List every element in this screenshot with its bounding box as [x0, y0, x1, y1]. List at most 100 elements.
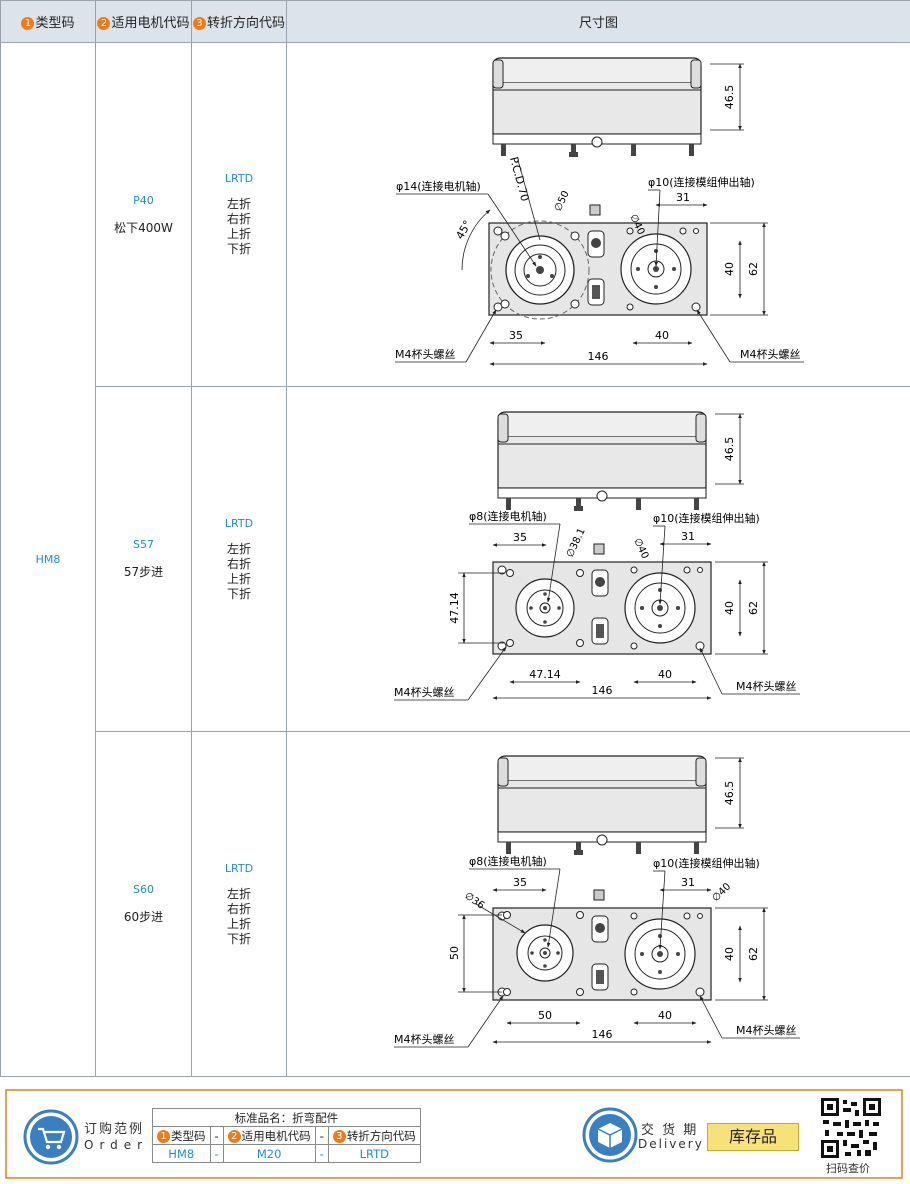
- motor-desc: 57步进: [123, 565, 164, 579]
- drawing-2: 46.5 φ8(连接电机轴) 35 ∅38.1 φ10(连接模组伸出轴) ∅40…: [394, 411, 800, 701]
- motor-desc: 松下400W: [114, 220, 173, 235]
- drawing-3: 46.5 φ8(连接电机轴) 35 ∅36 φ10(连接模组伸出轴) ∅40 3…: [394, 755, 800, 1048]
- motor-code: S60: [133, 883, 154, 896]
- fold-dir: 上折: [226, 571, 251, 586]
- label-left-shaft: φ8(连接电机轴): [469, 509, 547, 523]
- dim-right-offset: 31: [676, 191, 690, 204]
- num-badge: 1: [21, 17, 35, 30]
- dim-total-width: 146: [592, 684, 613, 697]
- dash: -: [314, 1126, 329, 1145]
- dim-right-vert: 40: [723, 947, 736, 961]
- motor-cell: S60 60步进: [95, 731, 192, 1077]
- delivery-cn: 交 货 期: [641, 1123, 699, 1138]
- fold-code: LRTD: [224, 172, 254, 185]
- fold-dir: 右折: [226, 212, 251, 226]
- footer-frame: [5, 1089, 903, 1179]
- col-label: 适用电机代码: [241, 1128, 311, 1143]
- fold-cell: LRTD 左折右折上折下折: [191, 386, 287, 732]
- label-right-dia: ∅40: [710, 881, 733, 904]
- motor-desc: 60步进: [123, 910, 164, 924]
- num-badge: 2: [227, 1129, 241, 1143]
- delivery-box-icon: [582, 1107, 638, 1163]
- drawings-layer: 46.5 45° φ14(连接电机轴) P.C.D.70 ∅50 φ10(连接模…: [394, 57, 804, 1048]
- motor-cell: P40 松下400W: [95, 42, 192, 387]
- dim-left-vert: 50: [448, 946, 461, 960]
- fold-dir: 右折: [226, 556, 251, 571]
- fold-dir: 下折: [226, 931, 251, 946]
- dim-right-horiz: 40: [658, 668, 672, 681]
- fold-dir: 左折: [226, 197, 251, 211]
- label-right-shaft: φ10(连接模组伸出轴): [653, 511, 760, 525]
- fold-dir: 下折: [226, 586, 251, 601]
- label-left-shaft: φ14(连接电机轴): [396, 179, 481, 193]
- order-value-fold: LRTD: [327, 1144, 421, 1163]
- num-badge: 1: [157, 1129, 170, 1143]
- motor-code: P40: [133, 193, 154, 207]
- dim-right-horiz: 40: [658, 1009, 672, 1022]
- dim-total-height: 62: [747, 947, 760, 961]
- fold-dir: 右折: [226, 901, 251, 916]
- dim-right-offset: 31: [681, 876, 695, 889]
- order-en: Order: [84, 1138, 149, 1152]
- qr-code[interactable]: [821, 1098, 881, 1158]
- dim-total-height: 62: [747, 601, 760, 615]
- num-badge: 3: [332, 1129, 346, 1143]
- label-screw-left: M4杯头螺丝: [394, 1032, 455, 1046]
- dim-angle: 45°: [453, 218, 474, 241]
- dim-right-vert: 40: [723, 601, 736, 615]
- label-screw-left: M4杯头螺丝: [394, 685, 455, 699]
- dim-left-horiz: 50: [538, 1009, 552, 1022]
- dim-height: 46.5: [723, 85, 736, 110]
- dim-left-top: 35: [513, 531, 527, 544]
- num-badge: 3: [192, 17, 206, 30]
- label-screw-right: M4杯头螺丝: [736, 1023, 797, 1037]
- label-right-shaft: φ10(连接模组伸出轴): [653, 856, 760, 870]
- motor-cell: S57 57步进: [95, 386, 192, 732]
- fold-dir: 上折: [226, 227, 251, 241]
- header-drawing: 尺寸图: [286, 0, 910, 43]
- label-screw-right: M4杯头螺丝: [736, 679, 797, 693]
- num-badge: 2: [97, 17, 111, 30]
- type-value: HM8: [0, 42, 96, 1077]
- order-value-type: HM8: [152, 1144, 211, 1163]
- header-label: 类型码: [35, 16, 75, 31]
- dim-height: 46.5: [723, 781, 736, 806]
- dash: -: [209, 1126, 224, 1145]
- dim-total-width: 146: [592, 1028, 613, 1041]
- fold-code: LRTD: [224, 516, 254, 530]
- label-left-dia: ∅50: [553, 189, 572, 213]
- label-left-shaft: φ8(连接电机轴): [469, 854, 547, 868]
- header-label: 适用电机代码: [111, 16, 190, 31]
- stock-badge: 库存品: [707, 1123, 799, 1151]
- order-cn: 订购范例: [84, 1122, 145, 1137]
- motor-code: S57: [133, 538, 154, 551]
- fold-code: LRTD: [224, 861, 254, 875]
- dim-right-vert: 40: [723, 262, 736, 276]
- col-label: 转折方向代码: [346, 1128, 416, 1143]
- dim-height: 46.5: [723, 437, 736, 462]
- scan-label: 扫码查价: [826, 1162, 870, 1175]
- order-value-motor: M20: [222, 1144, 316, 1163]
- fold-dir: 左折: [226, 886, 251, 901]
- label-left-dia: ∅38.1: [565, 527, 588, 560]
- dim-total-height: 62: [747, 262, 760, 276]
- label-right-shaft: φ10(连接模组伸出轴): [648, 175, 755, 189]
- cart-icon: [23, 1109, 79, 1165]
- fold-dir: 左折: [226, 541, 251, 556]
- footer: 订购范例 Order 交 货 期 Delivery 库存品 扫码查价: [0, 1082, 910, 1184]
- dash: -: [209, 1144, 224, 1163]
- label-left-dia: ∅36: [462, 890, 486, 911]
- col-label: 类型码: [171, 1128, 206, 1143]
- dash: -: [314, 1144, 329, 1163]
- dim-left-vert: 47.14: [448, 592, 461, 624]
